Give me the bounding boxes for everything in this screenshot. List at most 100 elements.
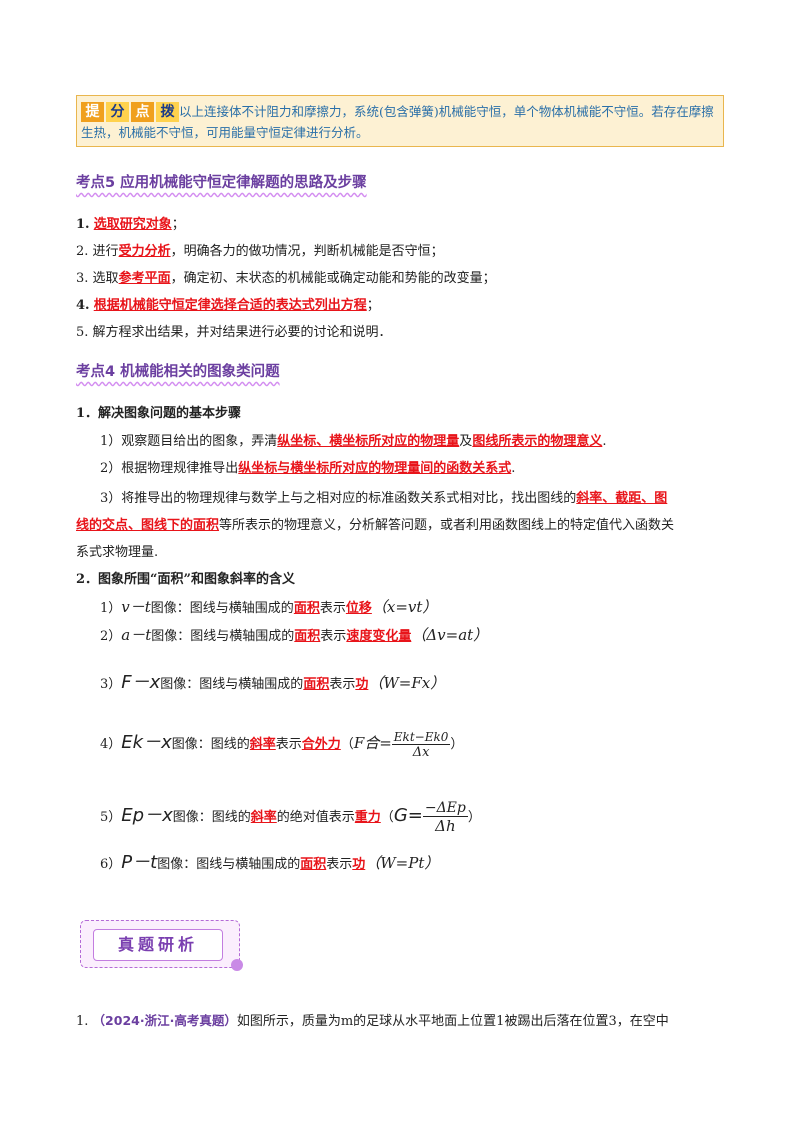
item-num: 1） [100,601,122,616]
question-text: 如图所示，质量为m的足球从水平地面上位置1被踢出后落在位置3，在空中 [236,1014,669,1029]
formula: （W=Pt） [365,854,440,872]
step-text: 选取 [92,271,119,286]
text: 图像：图线与横轴围成的 [151,629,295,644]
fraction-denominator: Δh [435,817,456,835]
highlight: 面积 [294,629,321,644]
paragraph-1c-cont: 线的交点、图线下的面积等所表示的物理意义，分析解答问题，或者利用函数图线上的特定… [76,514,674,533]
text: 表示 [329,677,356,692]
tip-badge: 提 [81,102,104,122]
step-num: 2. [76,244,89,259]
axes-label: P－t [121,852,158,873]
question-num: 1. [76,1014,89,1029]
subheading-1: 1．解决图象问题的基本步骤 [76,406,242,421]
banner-label: 真题研析 [93,929,223,961]
section-4-title: 考点4 机械能相关的图象类问题 [76,364,280,380]
fraction-numerator: −ΔEp [422,800,468,817]
highlight: 斜率 [250,810,277,825]
step-highlight: 选取研究对象 [93,217,172,232]
highlight: 纵坐标与横坐标所对应的物理量间的函数关系式 [238,461,512,476]
tip-text: 以上连接体不计阻力和摩擦力，系统(包含弹簧)机械能守恒，单个物体机械能不守恒。若… [81,104,714,140]
fraction-numerator: Ekt−Ek0 [391,729,451,745]
step-num: 5. [76,325,89,340]
highlight: 图线所表示的物理意义 [472,434,603,449]
highlight: 面积 [293,601,320,616]
step-5: 5. 解方程求出结果，并对结果进行必要的讨论和说明． [76,321,392,340]
paragraph-1c: 3）将推导出的物理规律与数学上与之相对应的标准函数关系式相对比，找出图线的斜率、… [100,487,667,506]
highlight: 重力 [354,810,381,825]
step-1: 1. 选取研究对象； [76,213,185,232]
step-text: 解方程求出结果，并对结果进行必要的讨论和说明． [92,325,392,340]
text: 及 [459,434,473,449]
axes-label: Ep－x [121,805,173,826]
axes-label: v－t [121,598,151,616]
step-4: 4. 根据机械能守恒定律选择合适的表达式列出方程； [76,294,380,313]
tip-badge: 拨 [156,102,179,122]
tip-badge: 点 [131,102,154,122]
text: . [511,461,516,476]
question-source: （2024·浙江·高考真题） [92,1013,237,1028]
formula-lhs: F合= [353,734,392,752]
step-highlight: 根据机械能守恒定律选择合适的表达式列出方程 [93,298,367,313]
formula: （W=Fx） [368,674,446,692]
highlight: 面积 [303,677,330,692]
tip-box: 以上连接体不计阻力和摩擦力，系统(包含弹簧)机械能守恒，单个物体机械能不守恒。若… [76,95,724,147]
formula-lhs: G= [393,805,423,826]
axes-label: Ek－x [121,732,172,753]
section-5-title: 考点5 应用机械能守恒定律解题的思路及步骤 [76,175,367,191]
text: 等所表示的物理意义，分析解答问题，或者利用函数图线上的特定值代入函数关 [219,518,675,533]
text: 表示 [319,601,346,616]
paragraph-1b: 2）根据物理规律推导出纵坐标与横坐标所对应的物理量间的函数关系式. [100,457,515,476]
item-num: 3） [100,677,122,692]
question-1: 1. （2024·浙江·高考真题）如图所示，质量为m的足球从水平地面上位置1被踢… [76,1010,669,1029]
step-3: 3. 选取参考平面，确定初、末状态的机械能或确定动能和势能的改变量； [76,267,496,286]
graph-item-3: 3）F－x图像：图线与横轴围成的面积表示功（W=Fx） [100,668,445,694]
step-text: 进行 [92,244,119,259]
formula: （x=vt） [371,598,438,616]
item-num: 6） [100,857,122,872]
graph-item-2: 2）a－t图像：图线与横轴围成的面积表示速度变化量（Δv=at） [100,624,488,645]
step-text: ，明确各力的做功情况，判断机械能是否守恒； [170,244,444,259]
step-text: ，确定初、末状态的机械能或确定动能和势能的改变量； [170,271,496,286]
step-highlight: 参考平面 [118,271,171,286]
highlight: 斜率、截距、图 [576,491,668,506]
axes-label: a－t [121,626,152,644]
text: 表示 [326,857,353,872]
step-2: 2. 进行受力分析，明确各力的做功情况，判断机械能是否守恒； [76,240,444,259]
text: . [602,434,607,449]
highlight: 位移 [345,601,372,616]
subheading-2: 2．图象所围“面积”和图象斜率的含义 [76,572,296,587]
paragraph-1c-end: 系式求物理量. [76,545,159,560]
tip-badges: 提 分 点 拨 [81,102,179,122]
item-num: 5） [100,810,122,825]
highlight: 功 [355,677,369,692]
banner-dot-icon [231,959,243,971]
step-num: 3. [76,271,89,286]
axes-label: F－x [121,672,161,693]
text: 表示 [320,629,347,644]
step-text: ； [171,217,185,232]
item-num: 2） [100,629,122,644]
graph-item-6: 6）P－t图像：图线与横轴围成的面积表示功（W=Pt） [100,848,439,874]
text: 图像：图线的 [171,737,250,752]
text: 图像：图线与横轴围成的 [150,601,294,616]
step-text: ； [366,298,380,313]
text: 图像：图线与横轴围成的 [157,857,301,872]
fraction-denominator: Δx [412,744,430,760]
text: 3）将推导出的物理规律与数学上与之相对应的标准函数关系式相对比，找出图线的 [100,491,577,506]
highlight: 功 [352,857,366,872]
text: 图像：图线与横轴围成的 [160,677,304,692]
text: 表示 [275,737,302,752]
text: 2）根据物理规律推导出 [100,461,239,476]
paragraph-1a: 1）观察题目给出的图象，弄清纵坐标、横坐标所对应的物理量及图线所表示的物理意义. [100,430,606,449]
highlight: 斜率 [249,737,276,752]
text: 图像：图线的 [172,810,251,825]
section-banner: 真题研析 [80,920,243,971]
step-num: 1. [76,217,90,232]
text: 1）观察题目给出的图象，弄清 [100,434,278,449]
step-highlight: 受力分析 [118,244,171,259]
highlight: 线的交点、图线下的面积 [76,518,220,533]
graph-item-1: 1）v－t图像：图线与横轴围成的面积表示位移（x=vt） [100,596,437,617]
